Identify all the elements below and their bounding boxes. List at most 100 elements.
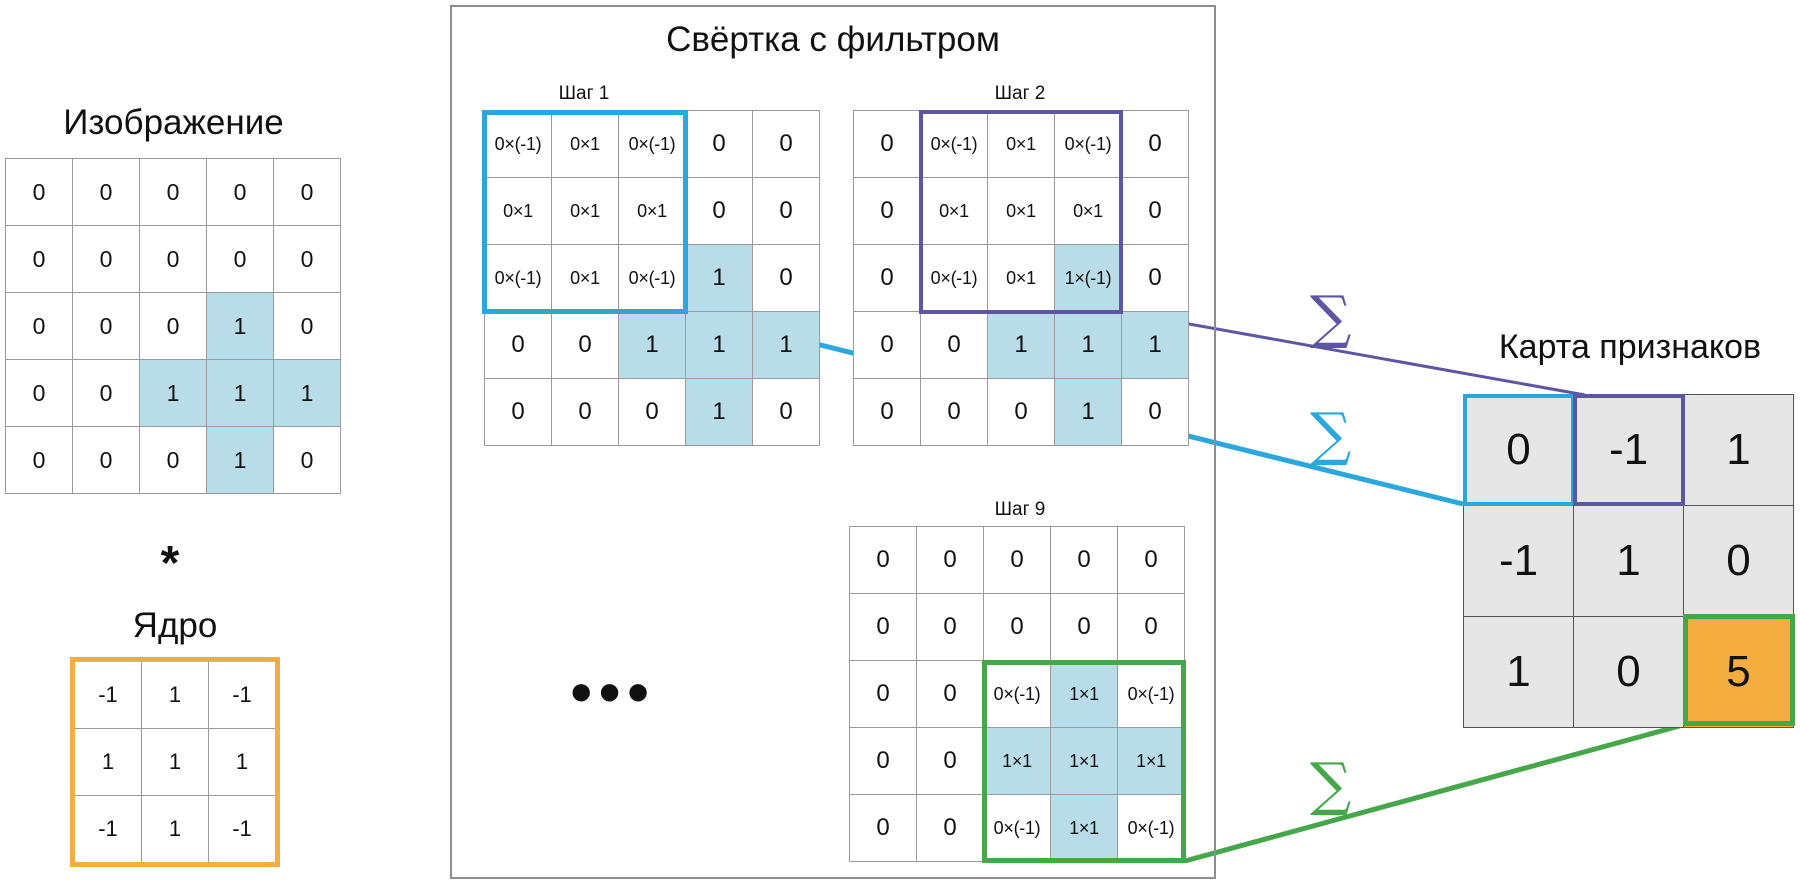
step1-grid-cell: 0×(-1) bbox=[618, 244, 686, 312]
step1-grid-cell: 0 bbox=[752, 110, 820, 178]
fmap-grid-cell: -1 bbox=[1463, 505, 1574, 617]
step1-grid-cell: 0×(-1) bbox=[484, 244, 552, 312]
image-grid-cell: 0 bbox=[72, 158, 140, 226]
step2-grid-cell: 0 bbox=[853, 311, 921, 379]
convolution-panel bbox=[450, 5, 1216, 879]
step2-grid-cell: 0 bbox=[1121, 177, 1189, 245]
step9-grid-cell: 0 bbox=[849, 794, 917, 862]
image-grid-cell: 0 bbox=[72, 292, 140, 360]
image-grid-cell: 0 bbox=[5, 292, 73, 360]
image-grid-cell: 1 bbox=[206, 292, 274, 360]
step2-grid-cell: 0×(-1) bbox=[1054, 110, 1122, 178]
step9-grid-cell: 1×1 bbox=[1050, 727, 1118, 795]
step1-grid-cell: 0×1 bbox=[618, 177, 686, 245]
step9-grid-cell: 0×(-1) bbox=[983, 794, 1051, 862]
step1-grid-cell: 0 bbox=[685, 177, 753, 245]
step2-grid-cell: 1 bbox=[1054, 378, 1122, 446]
step1-grid-cell: 0 bbox=[484, 378, 552, 446]
kernel-grid-cell: -1 bbox=[208, 795, 278, 865]
step9-grid-cell: 0 bbox=[916, 727, 984, 795]
step2-grid-cell: 0×(-1) bbox=[920, 244, 988, 312]
step9-grid-cell: 0 bbox=[983, 593, 1051, 661]
step1-grid-cell: 1 bbox=[685, 378, 753, 446]
image-grid-cell: 0 bbox=[72, 359, 140, 427]
feature-map-title: Карта признаков bbox=[1498, 328, 1762, 366]
step2-grid-cell: 0 bbox=[920, 378, 988, 446]
image-grid-cell: 1 bbox=[206, 359, 274, 427]
step1-grid-cell: 0 bbox=[551, 378, 619, 446]
image-grid-cell: 0 bbox=[5, 225, 73, 293]
step2-grid-cell: 0×1 bbox=[987, 110, 1055, 178]
step9-grid-cell: 0 bbox=[1117, 526, 1185, 594]
image-grid-cell: 0 bbox=[139, 158, 207, 226]
step9-grid-cell: 0×(-1) bbox=[983, 660, 1051, 728]
kernel-grid-cell: -1 bbox=[72, 795, 142, 865]
convolution-operator: * bbox=[160, 537, 180, 590]
step9-grid-cell: 1×1 bbox=[1050, 660, 1118, 728]
step2-sigma-icon: ∑ bbox=[1310, 283, 1352, 351]
step2-grid-cell: 0 bbox=[920, 311, 988, 379]
step1-grid-cell: 1 bbox=[618, 311, 686, 379]
step2-grid-cell: 0 bbox=[1121, 110, 1189, 178]
fmap-grid-cell: 1 bbox=[1683, 394, 1794, 506]
image-grid-cell: 0 bbox=[139, 225, 207, 293]
image-grid-cell: 0 bbox=[5, 359, 73, 427]
image-grid-cell: 0 bbox=[72, 225, 140, 293]
kernel-grid-cell: -1 bbox=[208, 659, 278, 729]
step2-grid-cell: 1 bbox=[1054, 311, 1122, 379]
step9-grid-cell: 0 bbox=[916, 593, 984, 661]
step9-grid-cell: 1×1 bbox=[1050, 794, 1118, 862]
step1-grid-cell: 0 bbox=[618, 378, 686, 446]
step1-grid-cell: 0×1 bbox=[551, 244, 619, 312]
step1-grid-cell: 1 bbox=[685, 311, 753, 379]
step9-grid-cell: 0×(-1) bbox=[1117, 660, 1185, 728]
step1-grid-cell: 0×1 bbox=[551, 110, 619, 178]
image-grid-cell: 0 bbox=[273, 292, 341, 360]
step9-grid-cell: 0 bbox=[916, 794, 984, 862]
image-grid-cell: 0 bbox=[273, 225, 341, 293]
image-grid-cell: 0 bbox=[139, 292, 207, 360]
step9-grid-cell: 0 bbox=[1117, 593, 1185, 661]
step9-grid-cell: 0 bbox=[849, 593, 917, 661]
step9-grid-cell: 1×1 bbox=[983, 727, 1051, 795]
step9-label: Шаг 9 bbox=[994, 499, 1046, 520]
image-grid-cell: 0 bbox=[5, 158, 73, 226]
step9-grid-cell: 0 bbox=[849, 526, 917, 594]
step2-grid-cell: 0 bbox=[853, 378, 921, 446]
step2-grid-cell: 1×(-1) bbox=[1054, 244, 1122, 312]
fmap-grid-cell: 1 bbox=[1573, 505, 1684, 617]
fmap-grid-cell: -1 bbox=[1573, 394, 1684, 506]
ellipsis: ••• bbox=[570, 656, 656, 728]
fmap-grid-cell: 5 bbox=[1683, 616, 1794, 728]
fmap-grid-cell: 1 bbox=[1463, 616, 1574, 728]
step9-grid-cell: 0 bbox=[849, 660, 917, 728]
fmap-grid-cell: 0 bbox=[1683, 505, 1794, 617]
step1-grid-cell: 1 bbox=[752, 311, 820, 379]
image-grid-cell: 0 bbox=[72, 426, 140, 494]
image-title: Изображение bbox=[63, 103, 284, 142]
step9-connector-line bbox=[1184, 722, 1684, 864]
step9-grid-cell: 0 bbox=[916, 660, 984, 728]
step1-label: Шаг 1 bbox=[558, 83, 610, 104]
step2-grid-cell: 0 bbox=[1121, 378, 1189, 446]
step1-grid-cell: 0 bbox=[752, 378, 820, 446]
kernel-grid-cell: 1 bbox=[141, 659, 209, 729]
kernel-grid-cell: 1 bbox=[141, 795, 209, 865]
